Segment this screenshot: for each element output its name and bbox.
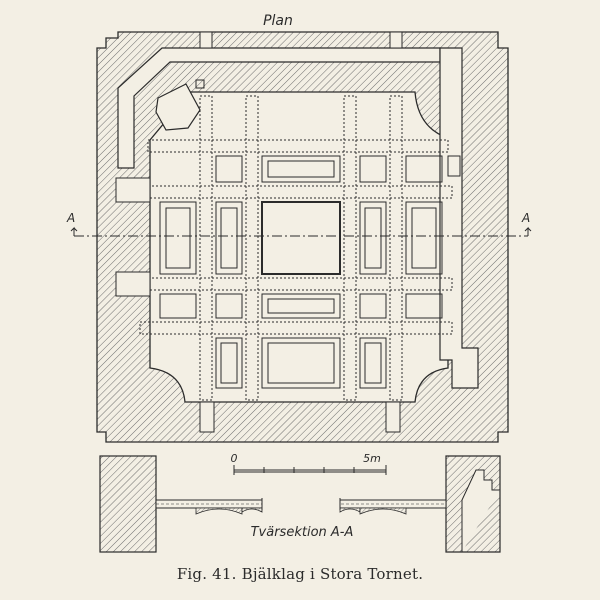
central-opening <box>261 201 341 275</box>
scale-end-label: 5m <box>363 452 381 465</box>
coffer-panels <box>159 155 443 389</box>
section-line-a-a <box>70 226 532 237</box>
beam-grid <box>139 95 453 401</box>
section-marker-right: A <box>521 211 530 225</box>
cross-section <box>99 455 501 553</box>
scale-bar <box>233 465 387 475</box>
beam-sockets <box>115 31 461 433</box>
figure-caption: Fig. 41. Bjälklag i Stora Tornet. <box>176 565 424 583</box>
section-marker-left: A <box>66 211 75 225</box>
stair-passage-right <box>439 47 479 389</box>
plan-title: Plan <box>263 13 293 29</box>
section-title: Tvärsektion A-A <box>251 525 354 540</box>
scale-start-label: 0 <box>231 452 238 465</box>
spiral-stair <box>155 79 205 131</box>
